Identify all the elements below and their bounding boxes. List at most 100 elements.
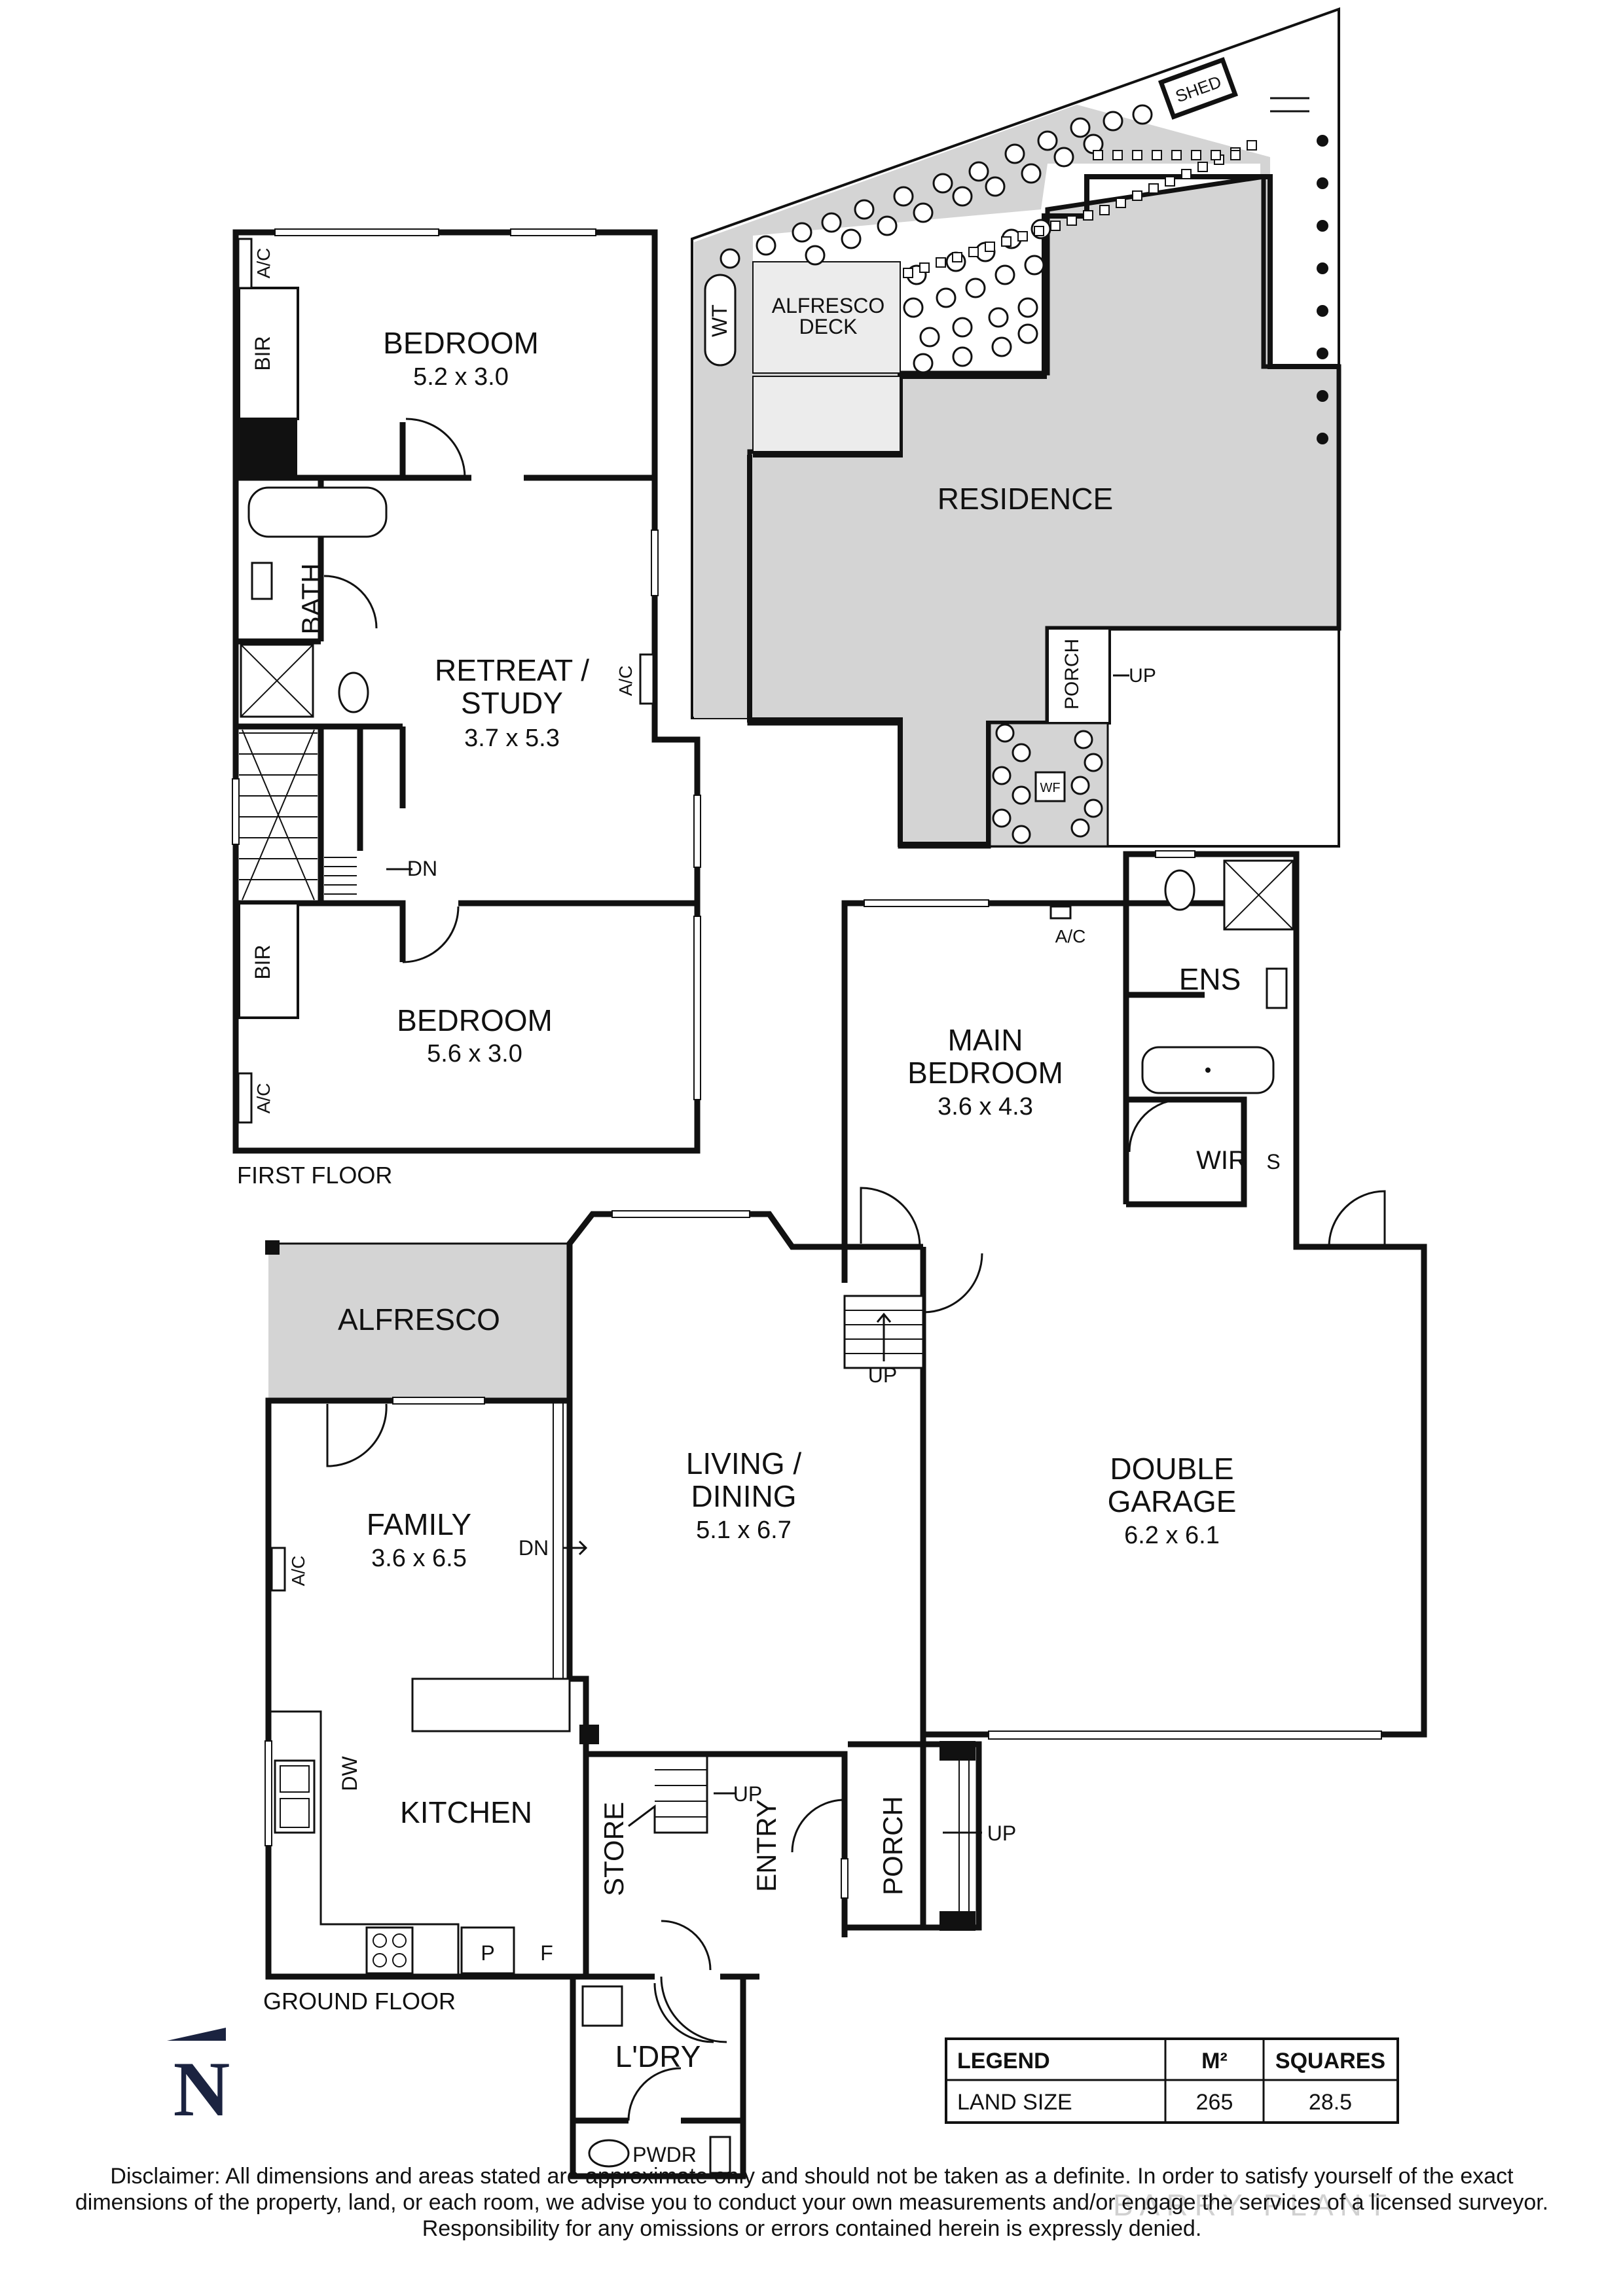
paver xyxy=(1230,150,1241,160)
kitchen-island xyxy=(411,1677,571,1732)
shrub xyxy=(903,297,924,318)
kitchen-bench xyxy=(268,1710,460,1977)
paver xyxy=(1132,190,1142,201)
shrub xyxy=(1053,147,1074,168)
powder-basin xyxy=(709,2136,731,2174)
store-label: STORE xyxy=(598,1802,629,1896)
window-family xyxy=(392,1397,485,1405)
porch-box xyxy=(1046,627,1111,725)
paver xyxy=(1083,210,1093,221)
alfresco-deck-label-1: ALFRESCO xyxy=(772,294,884,317)
shrub xyxy=(877,215,898,236)
paver xyxy=(1093,150,1103,160)
pantry-label: P xyxy=(481,1941,494,1965)
fence-post xyxy=(1317,433,1328,444)
porch-post-bottom xyxy=(939,1911,976,1931)
stair-wall xyxy=(236,723,406,903)
ensuite-shower-diagonals xyxy=(1224,860,1294,930)
door-bedroom2 xyxy=(402,906,460,963)
paver xyxy=(903,268,913,278)
shrub xyxy=(994,264,1015,285)
main-bedroom-label-2: BEDROOM xyxy=(907,1056,1063,1090)
living-label-2: DINING xyxy=(691,1479,797,1513)
shrub xyxy=(1084,753,1103,772)
window-bedroom1-right xyxy=(510,228,596,236)
ac-family-label: A/C xyxy=(288,1556,308,1587)
up-entry-label: UP xyxy=(733,1782,762,1806)
door-powder xyxy=(627,2067,682,2121)
fence-post xyxy=(1317,305,1328,317)
burner-2 xyxy=(392,1933,407,1948)
paver xyxy=(1197,162,1208,172)
legend-row-0-col-1: 265 xyxy=(1196,2090,1233,2115)
shrub xyxy=(919,327,940,348)
shrub xyxy=(841,228,862,249)
door-entry xyxy=(791,1799,845,1853)
bir-bottom xyxy=(238,902,299,1019)
door-living-stair xyxy=(922,1253,983,1314)
garage-label-1: DOUBLE xyxy=(1110,1452,1233,1486)
porch-walls xyxy=(848,1741,982,1931)
legend-table: LEGEND M² SQUARES LAND SIZE 265 28.5 xyxy=(945,2037,1399,2124)
sink-bowl-1 xyxy=(280,1765,310,1793)
residence-west-wall xyxy=(747,455,1048,847)
retreat-label-1: RETREAT / xyxy=(435,653,589,687)
north-arrow: N xyxy=(167,2028,230,2132)
ac-unit-top xyxy=(237,238,253,289)
shrub xyxy=(756,235,776,256)
fence-post xyxy=(1317,177,1328,189)
paver xyxy=(985,242,995,252)
living-post xyxy=(579,1725,599,1744)
bath-drain xyxy=(1205,1067,1211,1073)
ensuite-label: ENS xyxy=(1179,962,1241,996)
shrub xyxy=(821,212,842,233)
main-bedroom-label-1: MAIN xyxy=(948,1023,1023,1057)
ac-unit-retreat xyxy=(639,653,655,705)
paver xyxy=(1181,169,1192,179)
living-label-1: LIVING / xyxy=(686,1446,802,1480)
powder-toilet xyxy=(588,2139,630,2168)
toilet-bowl xyxy=(338,672,369,713)
fence-post xyxy=(1317,135,1328,147)
laundry-label: L'DRY xyxy=(615,2039,701,2073)
paver xyxy=(1017,231,1028,242)
chimney-block xyxy=(238,419,297,478)
shrub xyxy=(965,278,986,298)
shrub xyxy=(952,186,973,207)
ac-top-label: A/C xyxy=(253,248,274,279)
bedroom2-wall xyxy=(236,900,697,962)
window-retreat-east xyxy=(693,795,701,868)
door-laundry xyxy=(653,1982,714,2043)
shrub xyxy=(1012,785,1031,805)
watermark: BARRY PLANT xyxy=(1113,2188,1393,2222)
up-stairs-label: UP xyxy=(868,1363,897,1387)
paver xyxy=(936,257,946,268)
garage-dims: 6.2 x 6.1 xyxy=(1124,1522,1220,1549)
laundry-walls xyxy=(570,1977,746,2179)
window-living-bay xyxy=(611,1210,750,1218)
ac-unit-family xyxy=(270,1547,286,1592)
shrub xyxy=(932,173,953,194)
fence-posts xyxy=(1317,135,1328,444)
dw-label: DW xyxy=(338,1756,361,1791)
shrub xyxy=(913,202,934,223)
paver xyxy=(1034,226,1044,236)
legend-header-2: SQUARES xyxy=(1275,2049,1385,2073)
bedroom2-label: BEDROOM xyxy=(397,1003,553,1037)
door-entry-2 xyxy=(660,1976,727,2043)
laundry-tub xyxy=(581,1985,623,2027)
window-stair xyxy=(232,778,240,845)
shrub xyxy=(720,248,740,269)
shrub xyxy=(805,245,826,266)
shrub xyxy=(1017,297,1038,318)
fence xyxy=(1270,97,1309,113)
retreat-dims: 3.7 x 5.3 xyxy=(464,725,560,752)
family-dims: 3.6 x 6.5 xyxy=(371,1545,467,1572)
alfresco-post xyxy=(265,1240,280,1255)
main-bedroom-dims: 3.6 x 4.3 xyxy=(938,1093,1033,1121)
water-tank xyxy=(704,274,737,367)
site-plan: ALFRESCO DECK WT SHED RESIDENCE PORCH UP… xyxy=(691,7,1341,849)
fence-post xyxy=(1317,390,1328,402)
paver xyxy=(1116,198,1126,208)
